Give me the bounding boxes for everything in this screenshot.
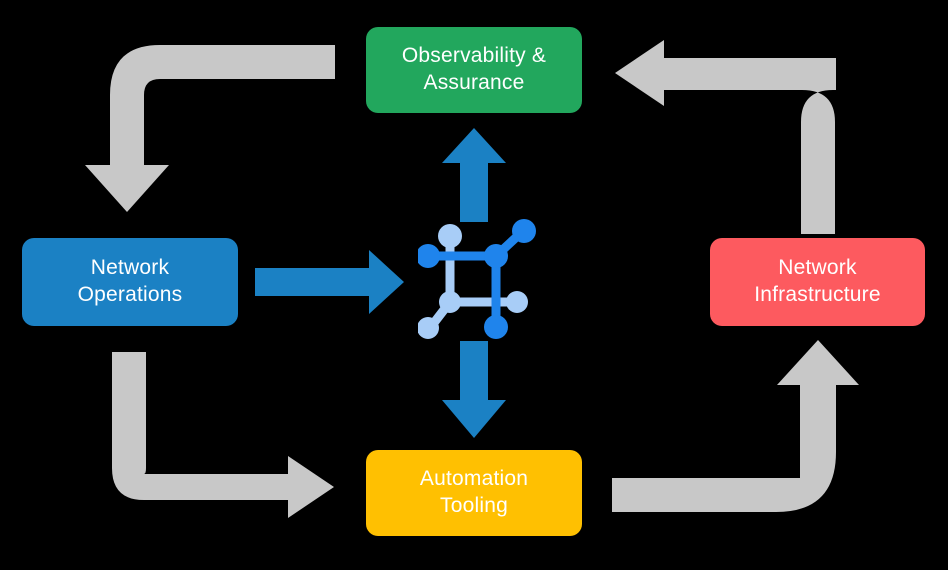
gray-arrow-observability-to-operations (85, 45, 335, 212)
topology-node-bottom (484, 315, 508, 339)
network-topology-icon (418, 219, 536, 339)
blue-arrow-center-to-observability (442, 128, 506, 222)
topology-nodes (418, 219, 536, 339)
topology-node-right-light (506, 291, 528, 313)
topology-node-hub (484, 244, 508, 268)
node-box-network-operations[interactable]: Network Operations (22, 238, 238, 326)
gray-arrow-infrastructure-to-observability (615, 40, 836, 234)
gray-arrow-operations-to-automation (112, 352, 334, 518)
node-box-observability[interactable]: Observability & Assurance (366, 27, 582, 113)
topology-node-bottom-left-light (418, 317, 439, 339)
topology-node-top-right (512, 219, 536, 243)
blue-arrow-operations-to-center (255, 250, 404, 314)
topology-node-left (418, 244, 440, 268)
node-box-automation-tooling[interactable]: Automation Tooling (366, 450, 582, 536)
topology-node-top-light (438, 224, 462, 248)
node-box-network-infrastructure[interactable]: Network Infrastructure (710, 238, 925, 326)
topology-node-center-light (439, 291, 461, 313)
gray-arrow-automation-to-infrastructure (612, 340, 859, 512)
blue-arrow-center-to-automation (442, 341, 506, 438)
